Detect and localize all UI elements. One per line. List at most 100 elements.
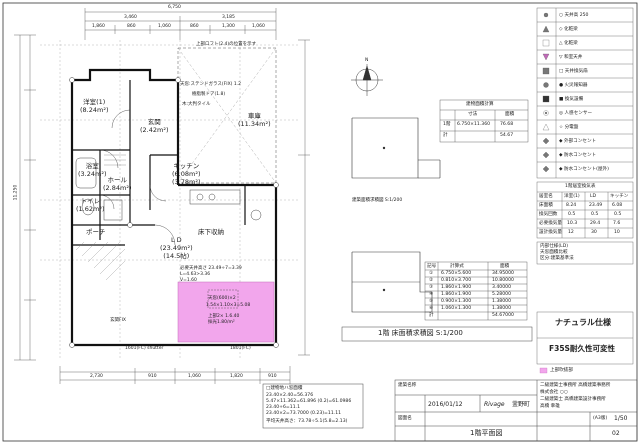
spec-r4c0: 設計換気量 (539, 230, 562, 235)
room-hall-area: (2.84m²) (103, 184, 132, 192)
room-kitchen: キッチン (6.08m²) (3.78m²) (172, 162, 200, 186)
area-table2-total-label: 計 (429, 313, 434, 318)
area-table2-r1c2: 10.80000 (492, 278, 514, 283)
spec-legend-0: 内部仕様(LD) (540, 244, 569, 249)
legend-right-4: □ 天井換気扇 (559, 69, 588, 74)
area-table2-r4c2: 1.38000 (492, 299, 511, 304)
title-firm-3: 高橋 幸雄 (540, 404, 560, 409)
legend-right-11: ◆ 防水コンセント(屋外) (559, 167, 609, 172)
dim-top-sub-0: 1,860 (92, 24, 105, 29)
area-table1-r0c0: 1階 (443, 122, 451, 127)
area-table2-r1c0: ② (429, 278, 434, 283)
legend-right-10: ◆ 防水コンセント (559, 153, 597, 158)
spec-r4c1: 12 (568, 230, 574, 235)
caption-building-area: 建築面積求積図 S:1/200 (352, 198, 403, 203)
room-toilet-area: (1.62m²) (76, 205, 105, 213)
spec-r1c3: 6.08 (612, 203, 623, 208)
note-wall: 木:大判タイル (182, 102, 211, 107)
room-tatami-name: 床下収納 (198, 228, 224, 236)
legend-box-line-1: 5.47×11.362=61.896 (0.2)=61.0986 (266, 399, 352, 404)
pink-note-3: 上部2× 1.6.40 (208, 314, 240, 319)
area-table2-h2: 面積 (500, 264, 510, 269)
room-ldk: L D (23.49m²) (14.5帖) (160, 236, 193, 260)
area-table2-r0c0: ① (429, 271, 434, 276)
spec-r3c2: 29.4 (590, 221, 601, 226)
dim-top-sub-2: 1,060 (158, 24, 171, 29)
area-table2-r4c0: ⑤ (429, 299, 434, 304)
room-entrance: 玄関 (2.42m²) (140, 118, 168, 134)
ldk-note-1: 必要天井高さ 23.49÷7=3.39 (180, 266, 242, 271)
room-bedroom-name: 洋室(1) (83, 98, 106, 106)
title-firm-0: 二級建築士事務所 高橋建築事務所 (540, 383, 611, 388)
dim-bottom-2: 1,060 (188, 374, 201, 379)
room-shop-name: 車庫 (247, 112, 261, 120)
area-table2-r3c0: ④ (429, 292, 434, 297)
title-scale-paper: (A3版) (593, 416, 608, 421)
ldk-note-2: L=4.63>3.36 (180, 272, 211, 277)
note-top: 上部ロフト(2.4)の位置を示す (196, 42, 257, 47)
spec-r0c3: キッチン (610, 194, 629, 199)
dim-top-sub-4: 1,300 (222, 24, 235, 29)
room-kitchen-name: キッチン (173, 162, 200, 170)
room-kitchen-area2: (3.78m²) (172, 178, 201, 186)
room-tatami: 床下収納 (198, 228, 224, 236)
title-project-label: 建築名称 (398, 383, 417, 388)
room-toilet-name: トイレ (80, 197, 100, 205)
spec-r4c2: 30 (591, 230, 597, 235)
spec-r4c3: 10 (614, 230, 620, 235)
room-hall-name: ホール (107, 176, 127, 184)
spec-r1c1: 8.24 (566, 203, 577, 208)
legend-right-6: ■ 換気設備 (559, 97, 584, 102)
room-ldk-area2: (14.5帖) (163, 252, 190, 260)
legend-box-line-2: 23.40+6=11.1 (266, 405, 301, 410)
dim-bottom-4: 910 (268, 374, 277, 379)
spec-r2c1: 0.5 (568, 212, 576, 217)
legend-box-line-4: 平均天井高さ：73.78÷5.1(5.8=2.13) (266, 419, 348, 424)
caption-floor-area: 1階 床面積求積図 S:1/200 (378, 329, 463, 337)
area-table2-r2c1: 1.860×1.900 (441, 285, 472, 290)
note-skylight: 天窓:ステンドガラス(FIX) 1.2 (180, 82, 242, 87)
dim-bottom-0: 2,730 (90, 374, 103, 379)
spec-r3c0: 必要換気量 (539, 221, 562, 226)
title-town: 釜野町 (512, 401, 531, 408)
room-toilet: トイレ (1.62m²) (76, 197, 104, 213)
spec-legend-1: 天窓面積比較 (540, 250, 568, 255)
legend-right-9: ◆ 外部コンセント (559, 139, 597, 144)
legend-right-2: △ 化粧梁 (559, 41, 578, 46)
pink-note-4: 採光1.80/m² (208, 320, 235, 325)
dim-top-sub-5: 1,060 (252, 24, 265, 29)
area-table2-r5c1: 1.060×1.300 (441, 306, 472, 311)
area-table1-r2c2: 54.67 (500, 133, 514, 138)
area-table1-h2: 面積 (505, 112, 515, 117)
dim-bottom-1: 910 (148, 374, 157, 379)
area-table2-r4c1: 0.900×1.300 (441, 299, 472, 304)
area-table1-title: 建物面積計算 (466, 102, 494, 107)
dim-top-left: 3,460 (124, 15, 137, 20)
room-storage: 浴室 (3.24m²) (78, 162, 106, 178)
legend-right-1: ◇ 化粧梁 (559, 27, 578, 32)
title-firm-2: 二級建築士 高橋建築設計事務所 (540, 397, 606, 402)
spec-r0c1: 洋室(1) (564, 194, 580, 199)
legend-box-line-3: 23.40×2=73.7000 (0.23)=11.11 (266, 411, 342, 416)
room-kitchen-area1: (6.08m²) (172, 170, 201, 178)
note-door: 樹脂製ドア(1.8) (192, 92, 226, 97)
area-table2-r5c0: ⑥ (429, 306, 434, 311)
spec-r1c0: 床面積 (539, 203, 553, 208)
compass-label: N (365, 58, 369, 63)
title-drawing-label: 図面名 (398, 416, 412, 421)
room-porch: ポーチ (86, 228, 106, 236)
spec-r2c0: 換気回数 (539, 212, 558, 217)
title-firm-1: 株式会社 ○○ (540, 390, 568, 395)
dim-top-sub-1: 860 (127, 24, 136, 29)
room-entrance-name: 玄関 (147, 118, 161, 126)
area-table2-h0: 記号 (427, 264, 437, 269)
spec-r3c3: 7.6 (613, 221, 621, 226)
title-drawing-title: 1階平面図 (470, 429, 503, 437)
legend-box-title: □建物地ハ窓面積 (266, 386, 303, 391)
area-table1-r0c1: 6.750×11.360 (457, 122, 491, 127)
spec-r2c3: 0.5 (614, 212, 622, 217)
legend-right-8: ☆ 分電盤 (559, 125, 579, 130)
bottom-label-1: 1601(FC) shutter (125, 346, 164, 351)
